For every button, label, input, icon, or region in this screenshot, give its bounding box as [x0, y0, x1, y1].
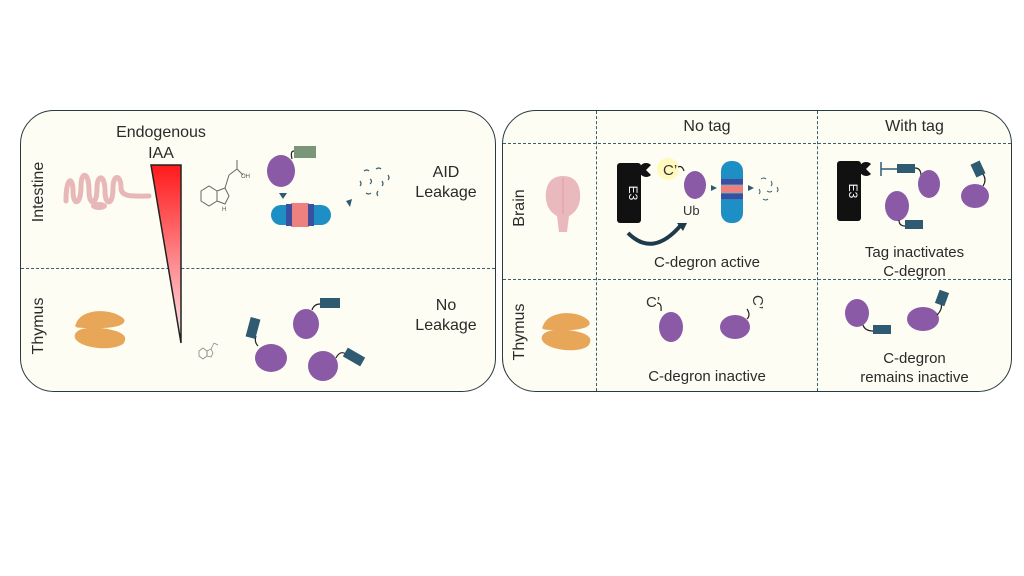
aid-degradation-icon — [267, 146, 390, 227]
iaa-molecule-icon: OH H — [200, 160, 250, 213]
protein-icon — [907, 307, 939, 331]
svg-text:C’: C’ — [663, 162, 677, 179]
e3-ligase-icon — [837, 161, 861, 221]
caption-tag-inactivates-line1: Tag inactivates — [864, 244, 965, 261]
tagged-protein — [293, 298, 340, 339]
binding-pocket-icon — [859, 162, 871, 176]
c-degron-inactive-diagram: C’ C’ — [646, 294, 766, 342]
proteasome-icon — [271, 203, 331, 227]
row-divider — [21, 268, 495, 269]
c-degron-panel: No tag With tag Brain Thymus E3 C’ Ub — [502, 110, 1012, 392]
tag-icon — [905, 220, 923, 229]
protein-icon — [720, 315, 750, 339]
tissue-label-thymus: Thymus — [511, 303, 528, 361]
column-divider — [596, 111, 597, 391]
tissue-label-thymus: Thymus — [30, 297, 47, 355]
tag-icon — [897, 164, 915, 173]
iaa-gradient-triangle — [150, 164, 182, 344]
caption-c-degron-inactive: C-degron inactive — [648, 368, 766, 385]
protein-icon — [684, 171, 706, 199]
tag-icon — [294, 146, 316, 158]
protein-icon — [918, 170, 940, 198]
svg-text:C’: C’ — [749, 295, 766, 309]
outcome-intestine-line2: Leakage — [415, 184, 477, 201]
protein-icon — [845, 299, 869, 327]
caption-remains-inactive-line1: C-degron — [883, 350, 946, 367]
outcome-thymus-line1: No — [435, 297, 457, 314]
column-divider — [817, 111, 818, 391]
tissue-label-brain: Brain — [511, 189, 528, 227]
iaa-leakage-panel: Intestine Thymus Endogenous IAA OH H — [20, 110, 496, 392]
protein-icon — [267, 155, 295, 187]
caption-c-degron-active: C-degron active — [654, 254, 760, 271]
proteasome-icon — [721, 161, 743, 223]
tag-icon — [970, 160, 986, 178]
brain-icon — [545, 176, 581, 232]
protein-icon — [961, 184, 989, 208]
svg-text:E3: E3 — [846, 184, 860, 199]
tissue-label-intestine: Intestine — [30, 161, 47, 223]
caption-remains-inactive-line2: remains inactive — [860, 369, 969, 386]
e3-ligase-icon — [617, 163, 641, 223]
iaa-molecule-small-icon — [198, 342, 219, 360]
tagged-protein — [308, 347, 366, 381]
peptide-fragments-icon — [359, 167, 390, 197]
svg-text:OH: OH — [241, 174, 250, 180]
arrow-icon — [279, 193, 287, 199]
svg-text:C’: C’ — [646, 294, 660, 311]
tagged-inactive-diagram — [845, 289, 950, 334]
protein-icon — [659, 312, 683, 342]
svg-text:E3: E3 — [626, 186, 640, 201]
column-header-no-tag: No tag — [683, 118, 731, 135]
protein-icon — [885, 191, 909, 221]
outcome-thymus-line2: Leakage — [415, 317, 477, 334]
arrow-icon — [711, 185, 717, 191]
tagged-proteins-icon — [245, 298, 366, 381]
outcome-intestine-line1: AID — [432, 164, 460, 181]
caption-tag-inactivates-line2: C-degron — [883, 263, 946, 280]
row-divider — [503, 279, 1011, 280]
header-divider — [503, 143, 1011, 144]
thymus-icon — [74, 311, 126, 349]
peptide-fragments-icon — [758, 177, 779, 201]
svg-text:H: H — [222, 207, 226, 213]
ubiquitination-arrow-icon — [626, 223, 683, 246]
tag-icon — [934, 289, 950, 307]
tag-inactivation-diagram: E3 — [837, 160, 989, 229]
arrow-icon — [346, 199, 352, 207]
gradient-title-line1: Endogenous — [116, 124, 206, 141]
column-header-with-tag: With tag — [885, 118, 944, 135]
arrow-icon — [748, 185, 754, 191]
binding-pocket-icon — [639, 163, 651, 177]
tag-icon — [873, 325, 891, 334]
c-degron-active-diagram: E3 C’ Ub — [617, 158, 779, 246]
tagged-protein — [245, 317, 287, 372]
gradient-title-line2: IAA — [148, 145, 174, 162]
intestine-icon — [63, 172, 152, 210]
svg-text:Ub: Ub — [683, 203, 700, 218]
thymus-icon — [541, 313, 591, 351]
